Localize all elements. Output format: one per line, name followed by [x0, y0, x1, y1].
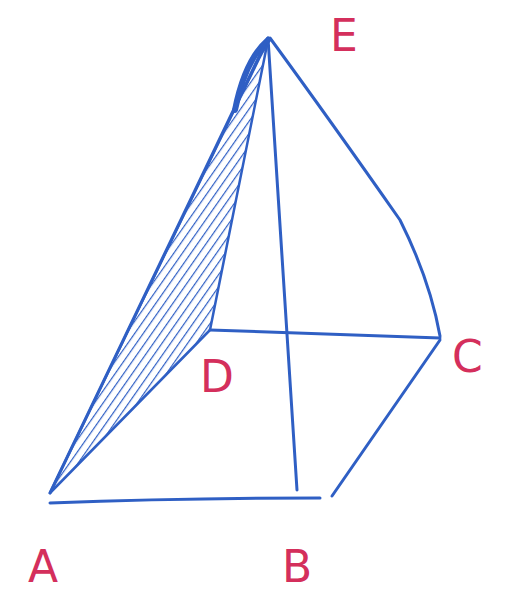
- edge-dc: [210, 330, 440, 338]
- vertex-label: E: [330, 14, 358, 58]
- edge-ec: [270, 38, 440, 336]
- vertex-label: A: [28, 545, 58, 589]
- vertex-label: B: [282, 545, 312, 589]
- edge-ab: [50, 498, 320, 503]
- edge-ae: [50, 38, 268, 493]
- edge-bc: [332, 340, 440, 496]
- vertex-label: D: [200, 355, 234, 399]
- vertex-label: C: [452, 335, 483, 379]
- edge-eb: [268, 38, 297, 490]
